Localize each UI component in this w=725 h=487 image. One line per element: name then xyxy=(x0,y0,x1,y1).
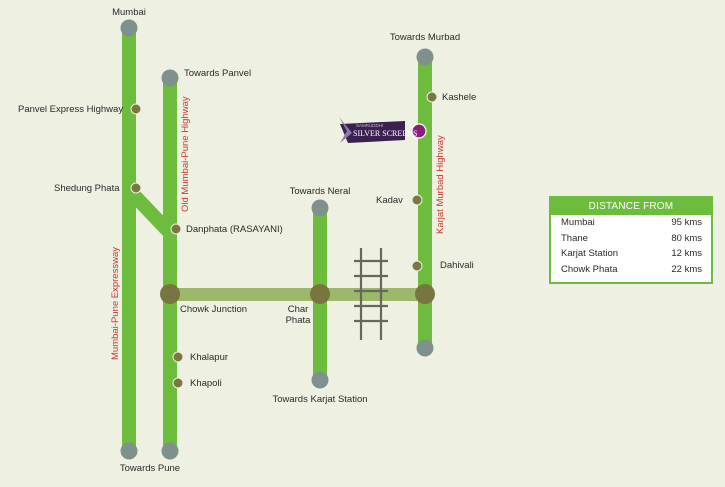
label-towards-pune: Towards Pune xyxy=(120,463,180,474)
svg-text:SILVER SCREENS: SILVER SCREENS xyxy=(353,129,417,138)
label-danphata: Danphata (RASAYANI) xyxy=(186,224,283,235)
panvel-express-stop xyxy=(130,103,142,115)
distance-place: Karjat Station xyxy=(561,248,619,259)
karjat-station-end-node xyxy=(311,371,329,389)
pune-end-node-highway xyxy=(161,442,179,460)
distance-row: Chowk Phata 22 kms xyxy=(551,262,711,278)
kadav-stop xyxy=(411,194,423,206)
panvel-end-node xyxy=(161,69,179,87)
svg-text:SAMRUDDHI: SAMRUDDHI xyxy=(356,123,383,128)
distance-value: 95 kms xyxy=(671,217,702,228)
murbad-end-node xyxy=(416,48,434,66)
road-label-old-highway: Old Mumbai-Pune Highway xyxy=(180,96,191,212)
mumbai-pune-expressway-road xyxy=(122,28,136,452)
shedung-link-road xyxy=(124,186,176,238)
khapoli-stop xyxy=(172,377,184,389)
mumbai-end-node xyxy=(120,19,138,37)
pune-end-node-expressway xyxy=(120,442,138,460)
distance-place: Thane xyxy=(561,232,588,244)
distance-row: Mumbai 95 kms xyxy=(551,215,711,231)
neral-end-node xyxy=(311,199,329,217)
road-label-murbad-highway: Karjat Murbad Highway xyxy=(435,135,446,234)
distance-place: Mumbai xyxy=(561,217,595,228)
label-panvel-express-highway: Panvel Express Highway xyxy=(18,104,123,115)
label-towards-murbad: Towards Murbad xyxy=(390,32,460,43)
char-phata-node xyxy=(310,284,330,304)
karjat-junction-node xyxy=(415,284,435,304)
label-towards-panvel: Towards Panvel xyxy=(184,68,251,79)
label-char: Char xyxy=(288,304,309,315)
south-end-node xyxy=(416,339,434,357)
label-khapoli: Khapoli xyxy=(190,378,222,389)
distance-place: Chowk Phata xyxy=(561,263,618,275)
danphata-stop xyxy=(170,223,182,235)
distance-value: 12 kms xyxy=(671,248,702,259)
label-khalapur: Khalapur xyxy=(190,352,228,363)
distance-value: 22 kms xyxy=(671,263,702,275)
distance-value: 80 kms xyxy=(671,232,702,244)
label-shedung-phata: Shedung Phata xyxy=(54,183,120,194)
chowk-junction-node xyxy=(160,284,180,304)
label-dahivali: Dahivali xyxy=(440,260,474,271)
label-mumbai: Mumbai xyxy=(112,7,146,18)
label-towards-neral: Towards Neral xyxy=(290,186,351,197)
old-mumbai-pune-highway-road xyxy=(163,78,177,452)
khalapur-stop xyxy=(172,351,184,363)
label-chowk-junction: Chowk Junction xyxy=(180,304,247,315)
distance-row: Karjat Station 12 kms xyxy=(551,246,711,262)
railway-track-icon xyxy=(354,248,388,340)
dahivali-stop xyxy=(411,260,423,272)
label-kashele: Kashele xyxy=(442,92,476,103)
distance-table-heading: DISTANCE FROM xyxy=(551,198,711,215)
label-kadav: Kadav xyxy=(376,195,403,206)
distance-table: DISTANCE FROM Mumbai 95 kms Thane 80 kms… xyxy=(549,196,713,284)
shedung-stop xyxy=(130,182,142,194)
label-phata: Phata xyxy=(286,315,312,326)
distance-row: Thane 80 kms xyxy=(551,231,711,247)
road-label-expressway: Mumbai-Pune Expressway xyxy=(110,247,121,360)
kashele-stop xyxy=(426,91,438,103)
label-towards-karjat-station: Towards Karjat Station xyxy=(272,394,367,405)
silver-screens-logo: SAMRUDDHI SILVER SCREENS xyxy=(339,117,417,143)
project-location-marker xyxy=(411,123,427,139)
